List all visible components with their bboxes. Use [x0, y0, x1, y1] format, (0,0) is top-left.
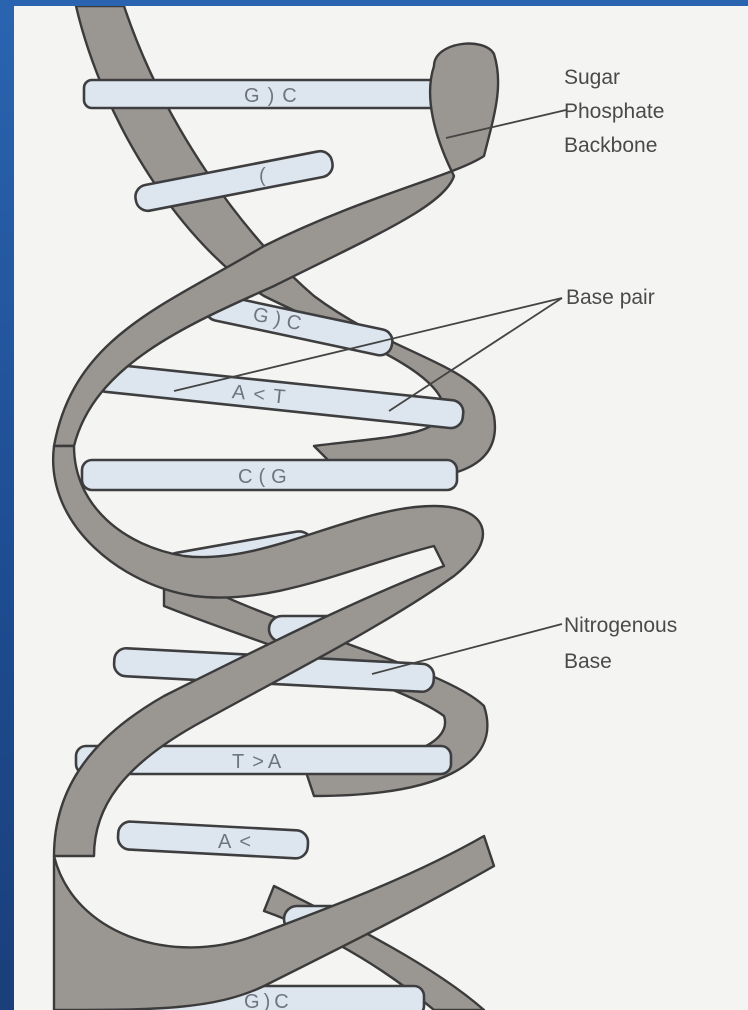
backbone-label-line-2: Phosphate — [564, 100, 664, 123]
base-pair-text: T>A — [232, 751, 282, 773]
base-pair-rung: G)C — [84, 80, 459, 108]
base-pair-label: Base pair — [566, 286, 655, 309]
dna-diagram-panel: G)C ( G)C A — [14, 6, 748, 1010]
nitrogenous-label-line-1: Nitrogenous — [564, 614, 677, 637]
base-pair-rung: C(G — [82, 460, 457, 490]
nitrogenous-leader-line — [372, 624, 562, 674]
base-pair-text: C(G — [238, 466, 287, 488]
base-pair-text: G)C — [244, 85, 297, 107]
backbone-label-line-3: Backbone — [564, 134, 657, 157]
dna-double-helix-diagram: G)C ( G)C A — [14, 6, 748, 1010]
base-pair-text: ( — [259, 165, 266, 187]
backbone-label-line-1: Sugar — [564, 66, 620, 89]
nitrogenous-label-line-2: Base — [564, 650, 612, 673]
base-pair-text: G)C — [244, 991, 289, 1010]
base-pair-rung: A< — [117, 821, 308, 859]
base-pair-rung: A<T — [94, 363, 465, 430]
